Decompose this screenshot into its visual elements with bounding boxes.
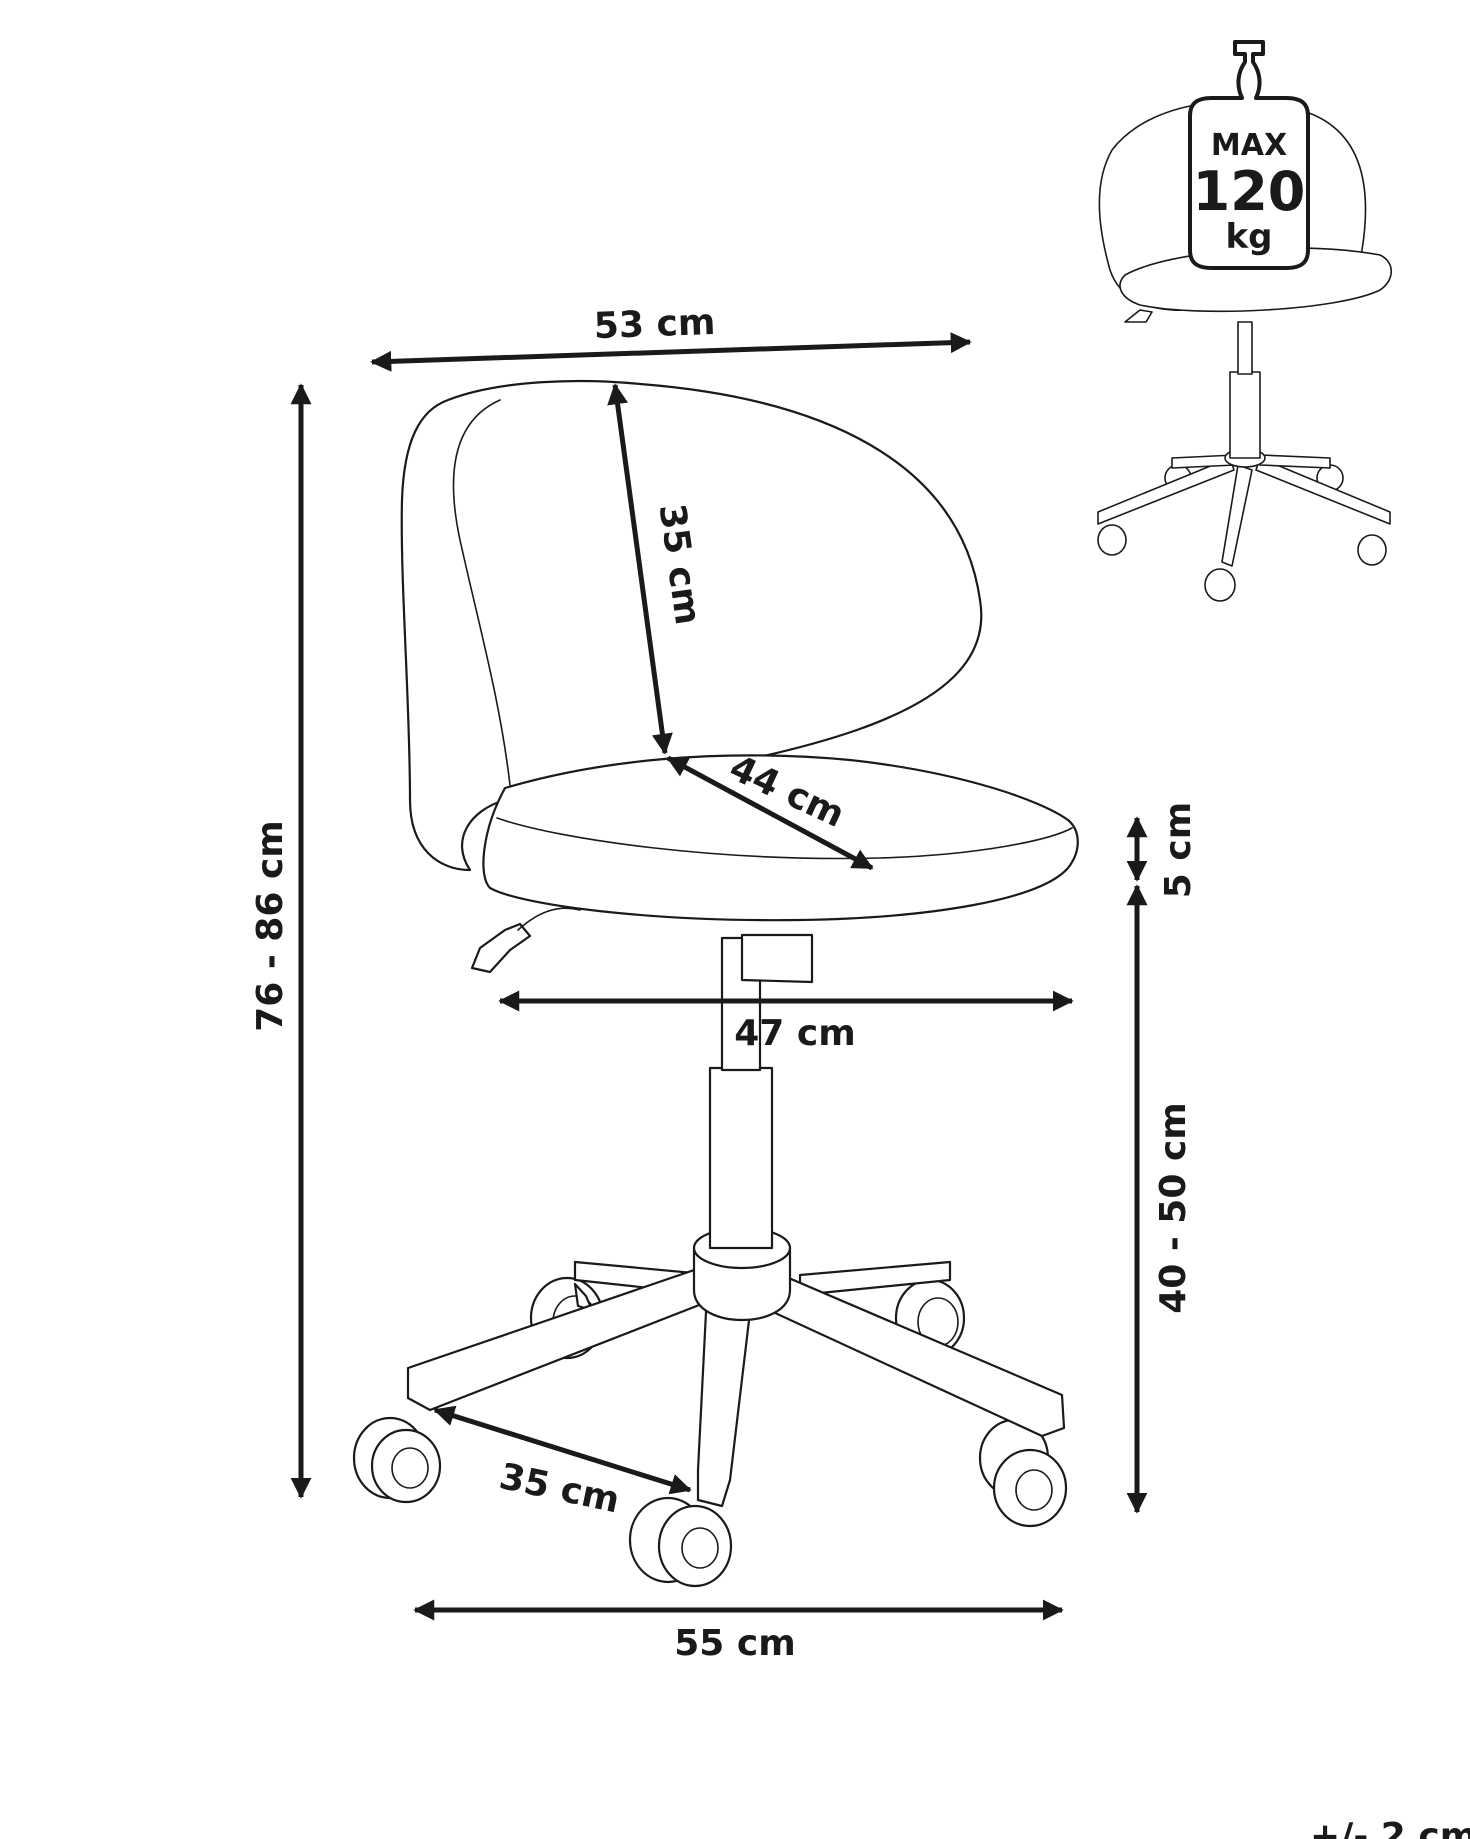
front-right-caster <box>978 1418 1068 1528</box>
weight-unit-label: kg <box>1226 217 1273 257</box>
front-center-caster <box>628 1496 733 1588</box>
backrest-height-arrow <box>607 383 673 755</box>
weight-icon <box>1188 40 1310 270</box>
weight-max-label: MAX <box>1211 128 1287 163</box>
weight-limit-inset: MAX 120 kg <box>1097 40 1393 602</box>
main-chair-illustration <box>352 379 1079 1588</box>
weight-value-label: 120 <box>1193 160 1306 223</box>
seat-height-label: 40 - 50 cm <box>1153 1102 1194 1314</box>
height-lever <box>470 922 532 974</box>
width-top-arrow <box>370 332 972 372</box>
seat-mechanism <box>740 933 814 984</box>
leg-length-label: 35 cm <box>496 1456 623 1521</box>
front-center-leg <box>696 1288 752 1508</box>
width-top-label: 53 cm <box>593 302 716 347</box>
base-width-label: 55 cm <box>674 1623 795 1664</box>
gas-cylinder <box>708 1066 774 1250</box>
front-left-caster <box>352 1416 442 1504</box>
seat-thickness-label: 5 cm <box>1158 802 1199 898</box>
seat-depth-arrow <box>666 755 874 871</box>
total-height-label: 76 - 86 cm <box>250 820 291 1032</box>
leg-length-arrow <box>433 1405 692 1495</box>
tolerance-label: +/- 2 cm <box>1310 1816 1470 1839</box>
seat-width-label: 47 cm <box>734 1013 855 1054</box>
